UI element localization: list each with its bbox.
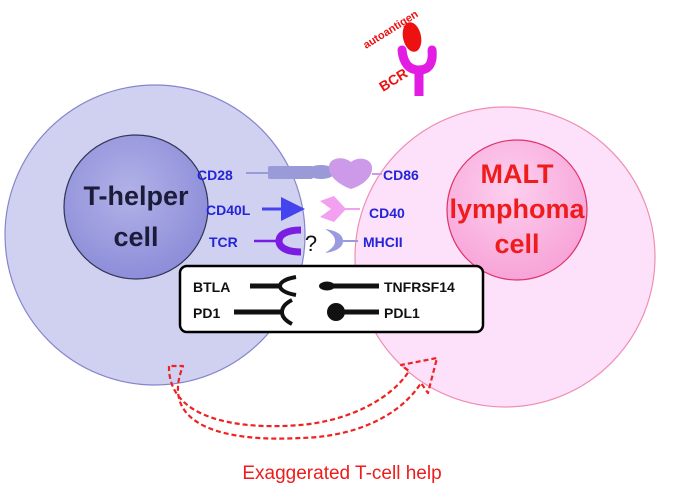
malt-label-2: lymphoma xyxy=(449,194,585,224)
t-helper-label-1: T-helper xyxy=(83,181,189,211)
malt-label-3: cell xyxy=(494,229,539,259)
question-mark: ? xyxy=(305,231,317,256)
cd40-label: CD40 xyxy=(369,205,405,221)
pd1-cup xyxy=(279,298,293,326)
cd40-shape xyxy=(320,196,346,222)
checkpoint-box xyxy=(178,264,485,334)
tnfrsf14-shape xyxy=(319,281,335,291)
malt-label-1: MALT xyxy=(481,159,554,189)
cd40l-label: CD40L xyxy=(206,202,251,218)
btla-cup xyxy=(277,275,297,297)
tcr-shape xyxy=(275,226,302,256)
tnfrsf14-label: TNFRSF14 xyxy=(384,279,455,295)
cd40l-shape xyxy=(281,197,305,221)
bcr-shape xyxy=(397,45,437,75)
help-arrow xyxy=(167,356,439,440)
cd28-shape xyxy=(268,166,313,179)
autoantigen-shape xyxy=(402,22,422,52)
t-helper-label-2: cell xyxy=(113,222,158,252)
pdl1-label: PDL1 xyxy=(384,305,420,321)
cd86-shape xyxy=(328,158,373,189)
cd28-tip xyxy=(307,165,335,179)
tcr-label: TCR xyxy=(209,234,238,250)
pdl1-shape xyxy=(327,303,345,321)
mhcii-shape xyxy=(325,229,343,253)
pd1-label: PD1 xyxy=(193,305,220,321)
btla-label: BTLA xyxy=(193,279,230,295)
cd86-label: CD86 xyxy=(383,167,419,183)
mhcii-label: MHCII xyxy=(363,234,403,250)
t-helper-nucleus xyxy=(63,134,209,280)
caption: Exaggerated T-cell help xyxy=(242,463,441,484)
cd28-label: CD28 xyxy=(197,167,233,183)
malt-nucleus xyxy=(446,139,588,281)
